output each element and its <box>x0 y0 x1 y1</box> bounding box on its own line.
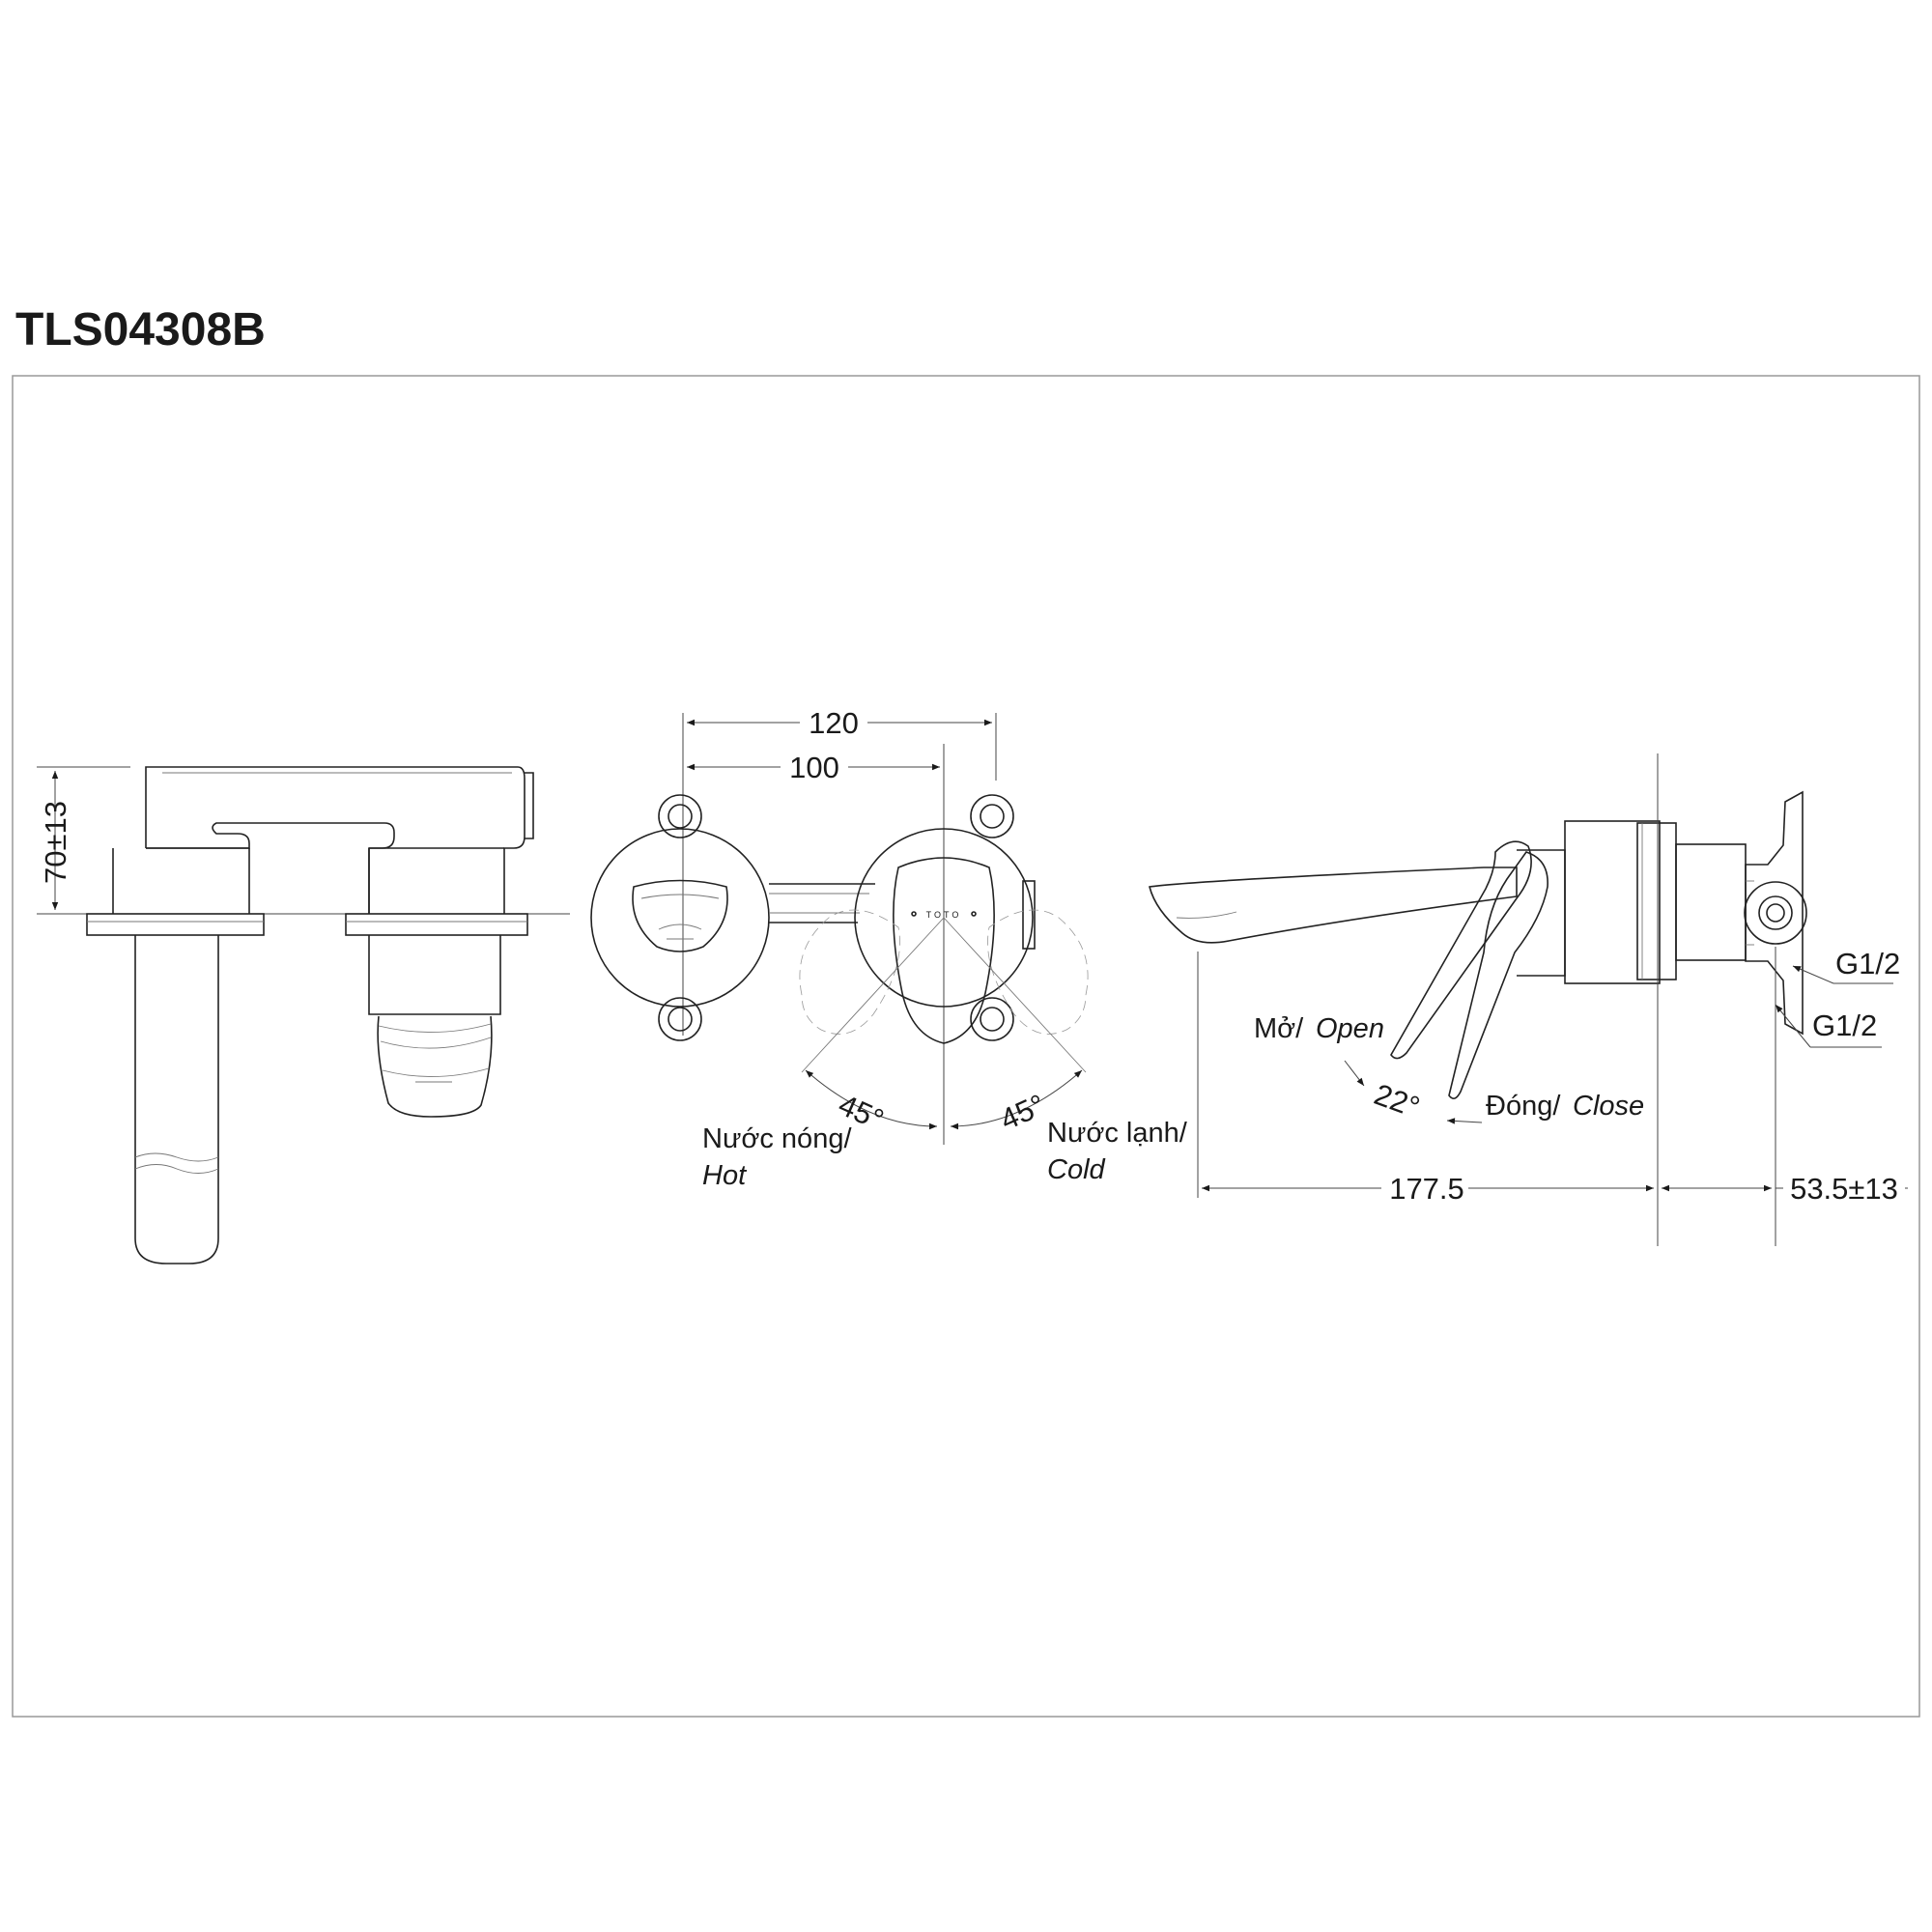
width-inner-dimension: 100 <box>789 751 839 784</box>
width-outer-dimension: 120 <box>809 706 859 740</box>
open-label-vi: Mở/ <box>1254 1013 1304 1044</box>
brand-mark: TOTO <box>926 910 962 920</box>
cold-label-vi: Nước lạnh/ <box>1047 1118 1188 1149</box>
cold-label-en: Cold <box>1047 1154 1106 1185</box>
hot-label-en: Hot <box>702 1160 748 1191</box>
hot-label-vi: Nước nóng/ <box>702 1123 852 1154</box>
angle-right-label: 45° <box>995 1088 1050 1137</box>
close-label-vi: Đóng/ <box>1486 1091 1561 1122</box>
wall-depth-dimension: 53.5±13 <box>1790 1172 1898 1206</box>
thread-label-bottom: G1/2 <box>1812 1009 1877 1042</box>
lever-angle-label: 22° <box>1370 1077 1424 1124</box>
front-view: 120 100 TOTO 45° 45° Nước nóng/ <box>590 701 1188 1191</box>
model-title: TLS04308B <box>15 304 266 355</box>
profile-view: G1/2 G1/2 Mở/ Open Đóng/ Close 22° 177.5… <box>1149 753 1908 1246</box>
spout-length-dimension: 177.5 <box>1389 1172 1464 1206</box>
side-view: 70±13 <box>37 766 570 1264</box>
thread-label-top: G1/2 <box>1835 947 1900 980</box>
open-label-en: Open <box>1316 1013 1384 1044</box>
close-label-en: Close <box>1573 1091 1644 1122</box>
drawing-frame <box>12 375 1920 1718</box>
height-dimension: 70±13 <box>39 801 72 884</box>
